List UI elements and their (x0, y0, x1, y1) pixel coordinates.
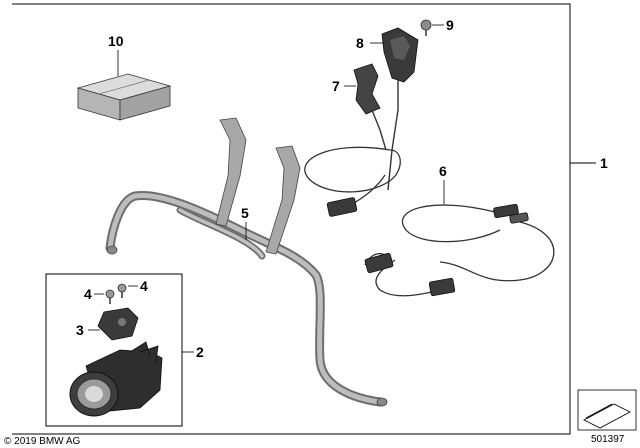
callout-6: 6 (439, 163, 447, 179)
part-10-box-illustration (76, 73, 172, 121)
callout-2: 2 (196, 344, 204, 360)
callout-3: 3 (76, 322, 84, 338)
copyright-text: © 2019 BMW AG (4, 436, 81, 447)
callout-8: 8 (356, 35, 364, 51)
reference-symbol-icon (583, 403, 631, 429)
part-6-wiring-harness-illustration (364, 203, 555, 297)
part-5-mounting-bracket-illustration (105, 117, 388, 407)
upper-cable-harness (304, 146, 401, 217)
diagram-reference-badge (577, 389, 637, 431)
diagram-id-text: 501397 (591, 434, 625, 445)
part-4-screw-illustration (105, 283, 127, 304)
auxiliary-light-illustration (69, 341, 163, 417)
part-7-connector-illustration (353, 63, 387, 151)
callout-10: 10 (108, 33, 124, 49)
callout-4a: 4 (84, 286, 92, 302)
group-1-frame (12, 3, 571, 435)
part-3-holder-illustration (97, 307, 139, 341)
callout-5: 5 (241, 205, 249, 221)
callout-4b: 4 (140, 278, 148, 294)
callout-1: 1 (600, 155, 608, 171)
group-2-frame (45, 273, 183, 427)
callout-7: 7 (332, 78, 340, 94)
callout-9: 9 (446, 17, 454, 33)
part-9-screw-illustration (420, 19, 432, 36)
part-8-switch-illustration (381, 27, 419, 191)
